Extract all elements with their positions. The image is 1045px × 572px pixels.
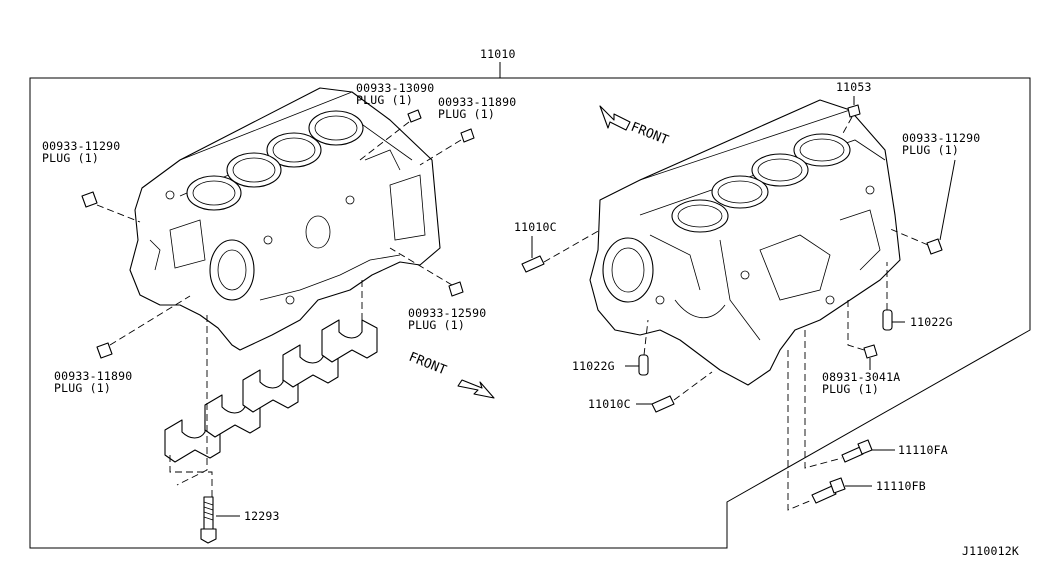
desc-00933-11290-left: PLUG (1) [42,151,99,165]
bolt-11110fb[interactable] [811,477,846,504]
label-00933-11290-left: 00933-11290 [42,139,120,153]
desc-00933-11290-right: PLUG (1) [902,143,959,157]
label-11022g-left: 11022G [572,359,615,373]
leader-11110fa [804,330,843,469]
leader-11290-right [887,227,929,246]
leader-11890-bottom [109,295,191,346]
desc-00933-13090: PLUG (1) [356,93,413,107]
label-00933-11890-top: 00933-11890 [438,95,516,109]
leader-11053 [841,116,853,136]
plug-00933-12590[interactable] [448,281,464,297]
leader-3041a [847,300,865,351]
part-11053[interactable] [847,104,861,118]
plug-08931-3041a[interactable] [863,344,878,359]
diagram-id: J110012K [962,544,1019,558]
front-arrow-lower-icon [457,379,495,399]
main-bearing-caps[interactable] [164,319,378,463]
cylinder-block-right[interactable] [589,99,901,386]
dowel-11022g-right[interactable] [882,309,893,331]
leader-11022g-left [643,319,649,356]
front-label-lower: FRONT [407,350,449,379]
plug-00933-11290-right[interactable] [926,238,943,255]
dowel-11022g-left[interactable] [638,354,649,376]
assembly-number: 11010 [480,47,516,61]
cap-leader-dashes [169,280,363,505]
leader-11010c-upper [543,229,601,263]
label-00933-13090: 00933-13090 [356,81,434,95]
label-12293: 12293 [244,509,280,523]
front-label-upper: FRONT [629,120,671,149]
front-arrow-upper-icon [599,105,631,131]
bolt-12293[interactable] [200,496,217,544]
desc-00933-12590: PLUG (1) [408,318,465,332]
label-00933-12590: 00933-12590 [408,306,486,320]
dowel-11010c-lower[interactable] [651,395,675,413]
desc-08931-3041a: PLUG (1) [822,382,879,396]
label-11110fb: 11110FB [876,479,926,493]
leader-11010c-lower [673,371,713,401]
leader-11290-left [96,204,141,223]
label-11110fa: 11110FA [898,443,948,457]
label-11010c-upper: 11010C [514,220,557,234]
dowel-11010c-upper[interactable] [521,255,545,273]
label-00933-11290-right: 00933-11290 [902,131,980,145]
plug-00933-13090[interactable] [407,109,422,123]
leader-11110fb [787,350,813,511]
bolt-11110fa[interactable] [841,439,873,463]
plug-00933-11290-left[interactable] [81,191,98,208]
leader-12590 [389,247,453,286]
assembly-frame [29,62,1031,549]
plug-00933-11890-top[interactable] [460,128,475,143]
desc-00933-11890-bottom: PLUG (1) [54,381,111,395]
label-08931-3041a: 08931-3041A [822,370,900,384]
label-11053: 11053 [836,80,872,94]
label-00933-11890-bottom: 00933-11890 [54,369,132,383]
label-11022g-right: 11022G [910,315,953,329]
leader-11890-top [419,139,462,166]
desc-00933-11890-top: PLUG (1) [438,107,495,121]
label-11010c-lower: 11010C [588,397,631,411]
cylinder-block-left[interactable] [129,87,441,351]
plug-00933-11890-bottom[interactable] [96,342,113,359]
